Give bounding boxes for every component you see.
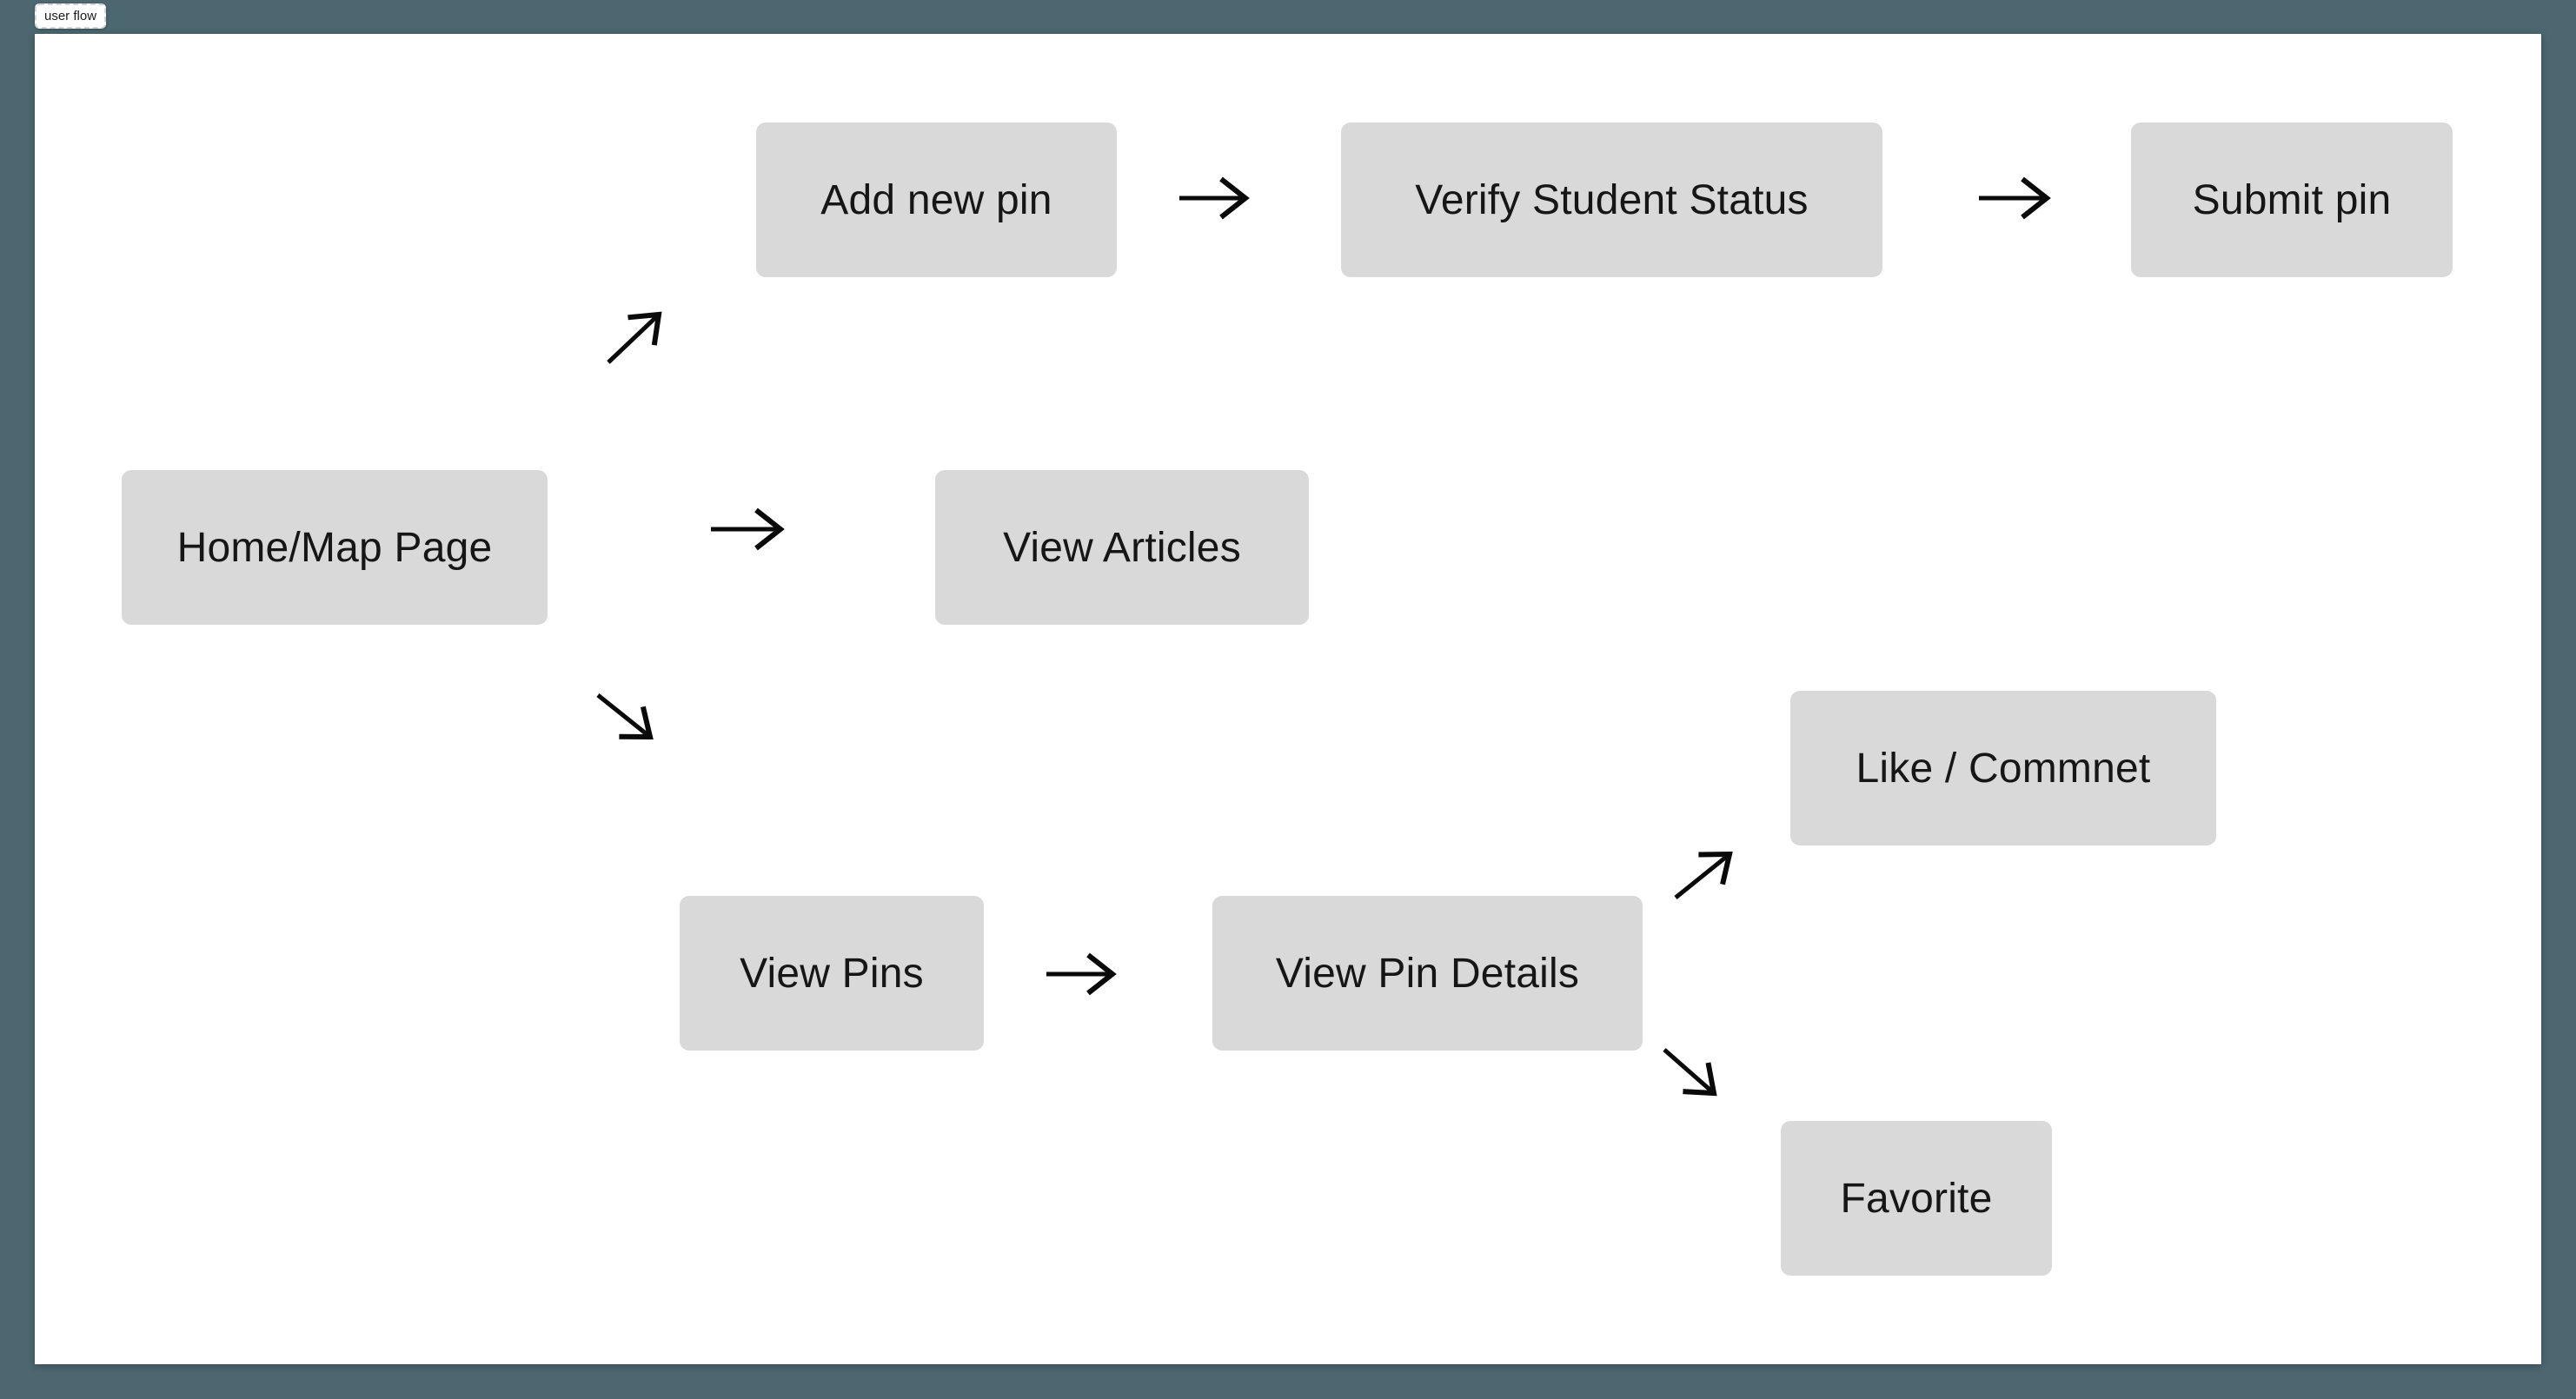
arrow-details-to-favorite [1663,1048,1717,1097]
flow-node-home-map-page[interactable]: Home/Map Page [122,470,548,625]
flow-node-view-pins[interactable]: View Pins [680,896,984,1051]
flow-node-label: Home/Map Page [176,524,493,571]
arrow-details-to-like-comment [1674,851,1733,899]
flow-node-label: Submit pin [2192,176,2392,223]
flow-node-view-articles[interactable]: View Articles [935,470,1309,625]
flow-node-label: View Pin Details [1275,950,1580,997]
arrow-home-to-add-new-pin [607,311,662,364]
frame-title-label[interactable]: user flow [35,3,107,29]
arrow-home-to-view-pins [596,693,654,740]
flow-node-favorite[interactable]: Favorite [1781,1121,2052,1276]
flow-node-label: Like / Commnet [1856,745,2151,792]
arrow-view-pins-to-details [1046,952,1117,996]
arrow-verify-to-submit-pin [1979,176,2051,220]
flow-node-verify-student-status[interactable]: Verify Student Status [1341,123,1882,277]
flow-node-add-new-pin[interactable]: Add new pin [756,123,1117,277]
arrow-add-new-pin-to-verify [1179,176,1250,220]
flow-node-label: Favorite [1840,1175,1993,1222]
flow-node-label: Add new pin [820,176,1052,223]
flow-node-label: Verify Student Status [1415,176,1809,223]
flow-node-label: View Articles [1003,524,1241,571]
arrow-home-to-view-articles [711,507,785,551]
flow-node-view-pin-details[interactable]: View Pin Details [1212,896,1643,1051]
flow-node-submit-pin[interactable]: Submit pin [2131,123,2453,277]
flow-node-label: View Pins [740,950,924,997]
flow-node-like-comment[interactable]: Like / Commnet [1790,691,2216,845]
